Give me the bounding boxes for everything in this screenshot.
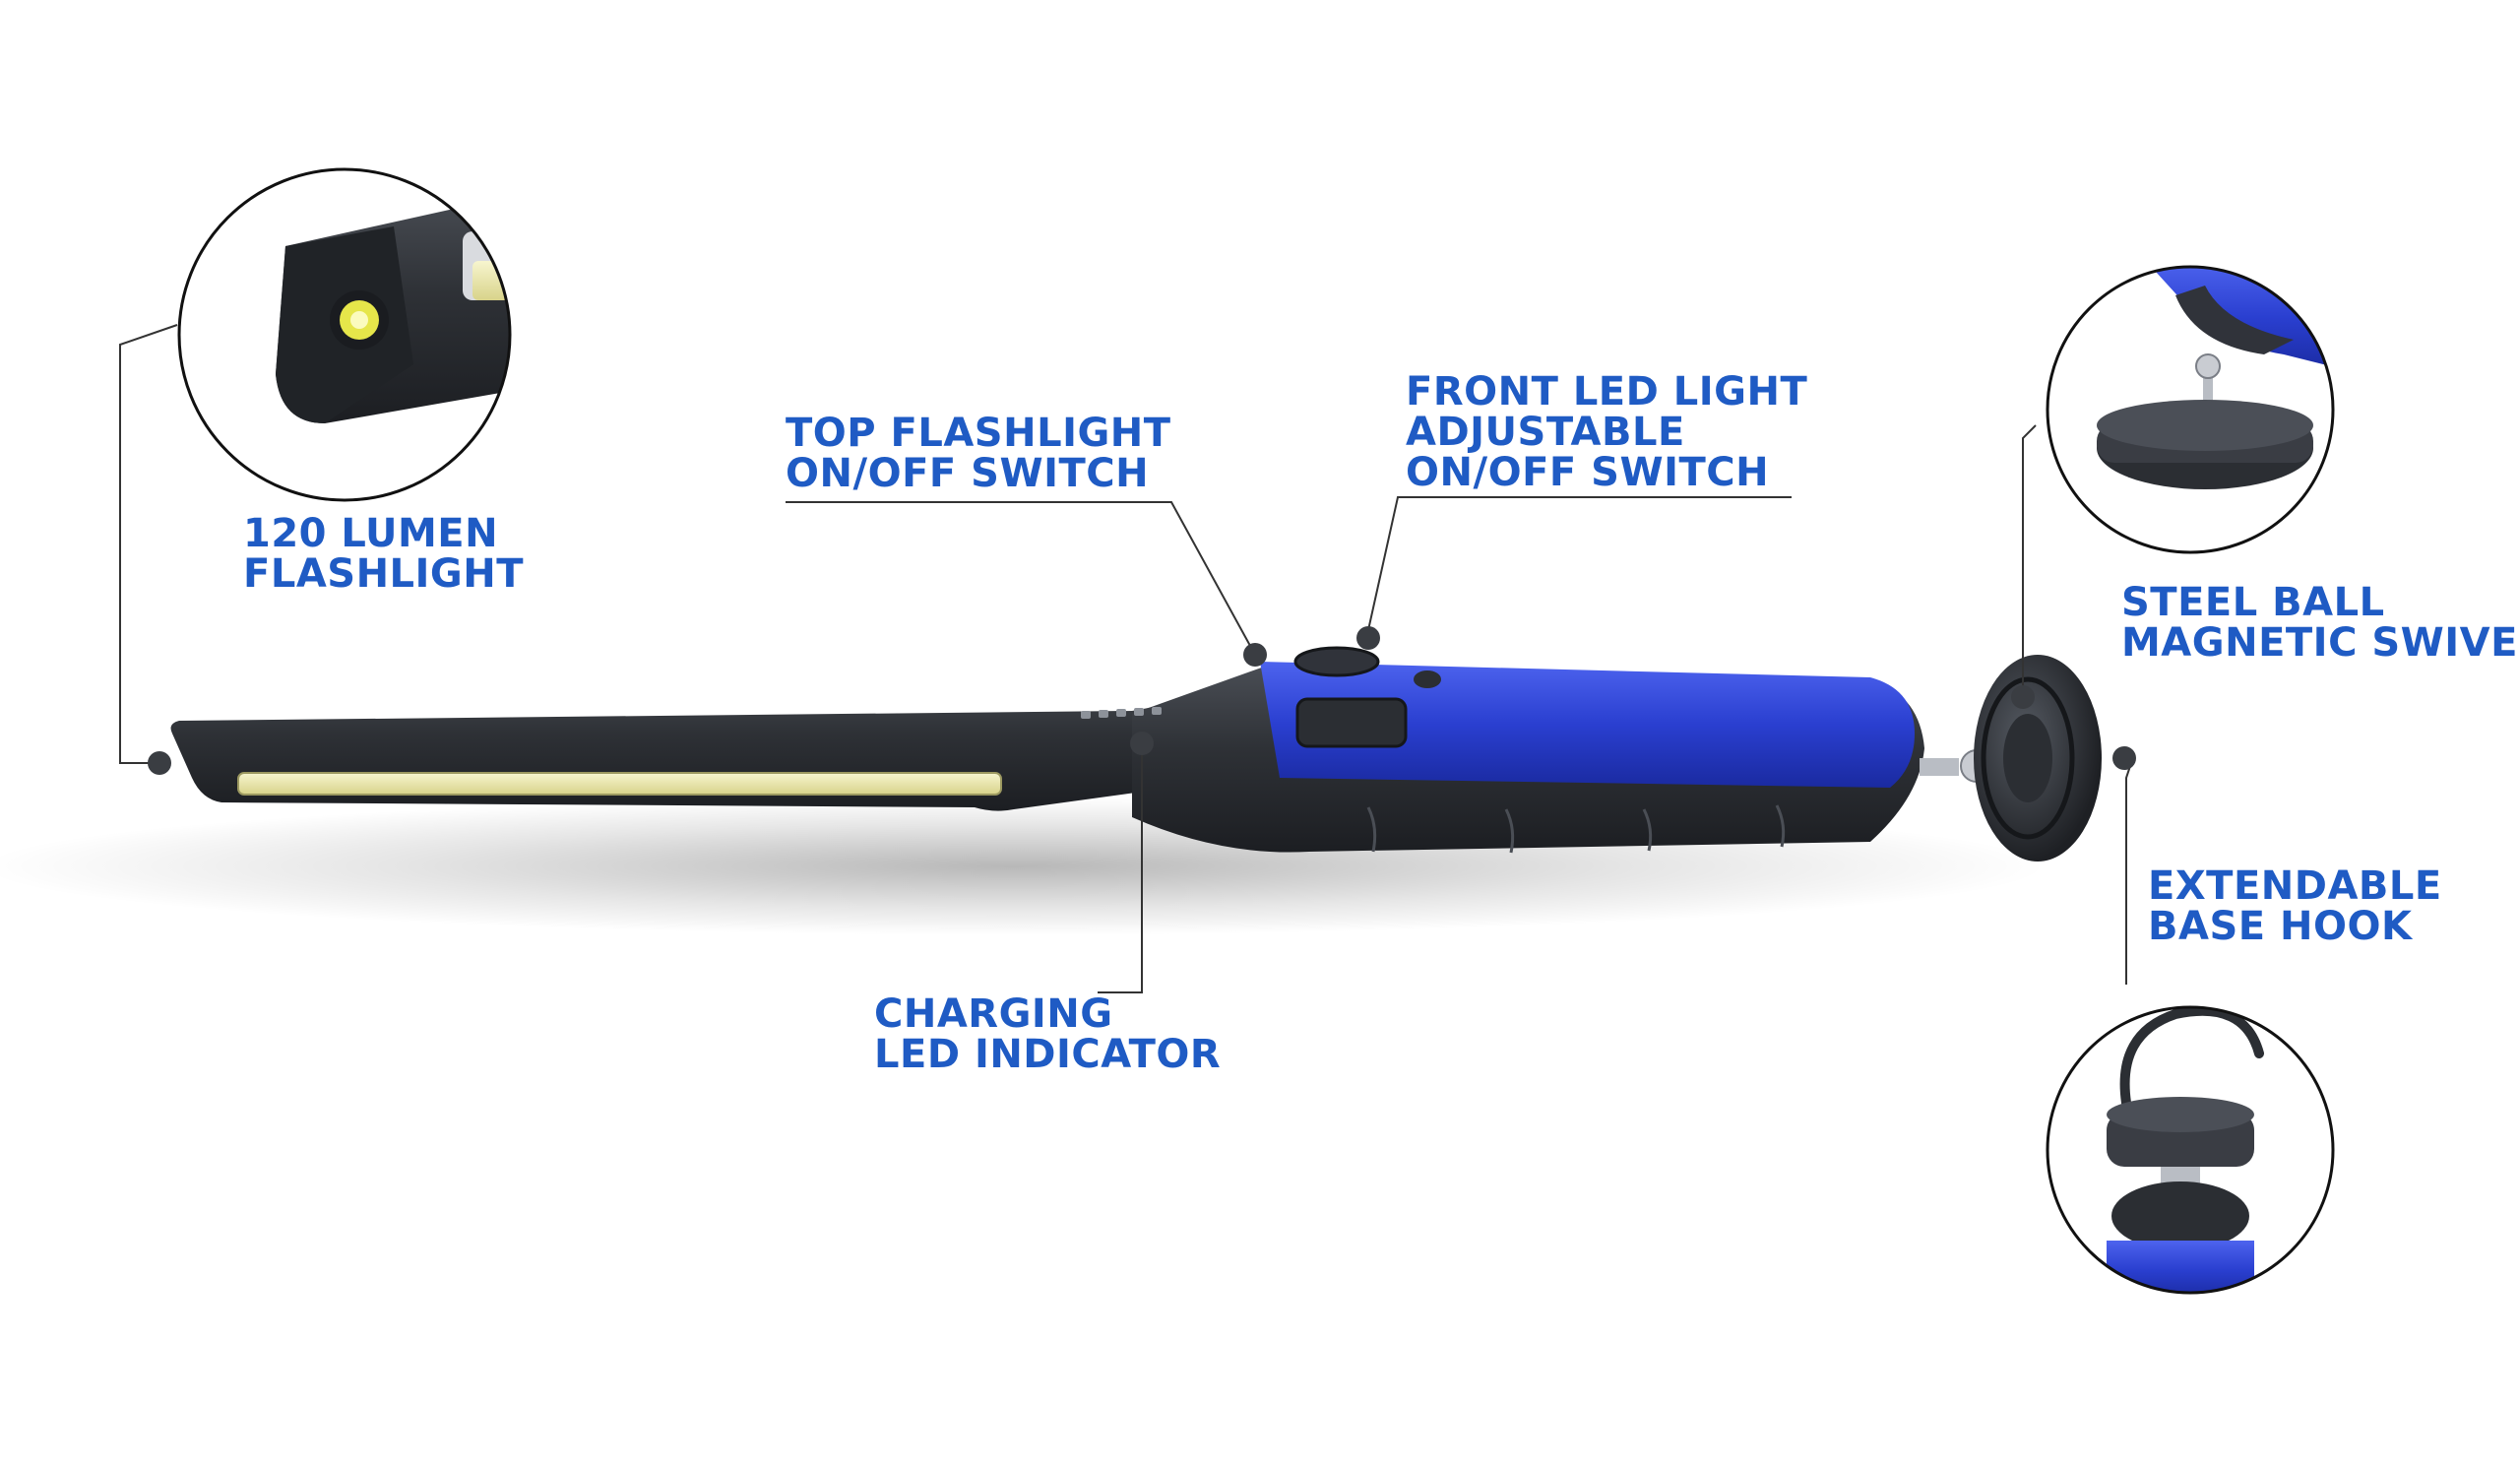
label-hook-line1: EXTENDABLE [2148, 863, 2442, 909]
label-charging-line1: CHARGING [874, 991, 1113, 1037]
label-front-switch-line1: FRONT LED LIGHT [1406, 369, 1808, 415]
detail-circle-swivel [2046, 265, 2335, 554]
label-top-switch-line1: TOP FLASHLIGHT [786, 411, 1171, 456]
charging-led-dots [1081, 707, 1162, 719]
label-charging: CHARGING LED INDICATOR [874, 994, 1221, 1075]
detail-circle-flashlight [177, 167, 512, 502]
cob-led-strip [237, 772, 1002, 796]
leader-dots [148, 626, 2136, 775]
label-swivel-line2: MAGNETIC SWIVEL [2121, 620, 2520, 666]
label-flashlight-line1: 120 LUMEN [243, 511, 499, 556]
label-swivel-line1: STEEL BALL [2121, 580, 2385, 625]
label-top-switch: TOP FLASHLIGHT ON/OFF SWITCH [786, 414, 1171, 494]
leader-lines [119, 324, 2132, 993]
label-front-switch-line3: ON/OFF SWITCH [1406, 450, 1770, 495]
label-flashlight: 120 LUMEN FLASHLIGHT [243, 514, 524, 595]
label-front-switch-line2: ADJUSTABLE [1406, 410, 1685, 455]
label-front-switch: FRONT LED LIGHT ADJUSTABLE ON/OFF SWITCH [1406, 372, 1807, 493]
blue-housing [1260, 662, 1915, 788]
label-hook: EXTENDABLE BASE HOOK [2148, 866, 2442, 947]
label-charging-line2: LED INDICATOR [874, 1032, 1222, 1077]
label-hook-line2: BASE HOOK [2148, 904, 2413, 949]
front-switch-button [1295, 697, 1408, 748]
label-top-switch-line2: ON/OFF SWITCH [786, 451, 1150, 496]
label-flashlight-line2: FLASHLIGHT [243, 551, 525, 597]
detail-circle-hook [2046, 1005, 2335, 1295]
work-light [170, 646, 2102, 862]
top-switch-dial [1293, 646, 1380, 677]
label-swivel: STEEL BALL MAGNETIC SWIVEL [2121, 583, 2520, 664]
